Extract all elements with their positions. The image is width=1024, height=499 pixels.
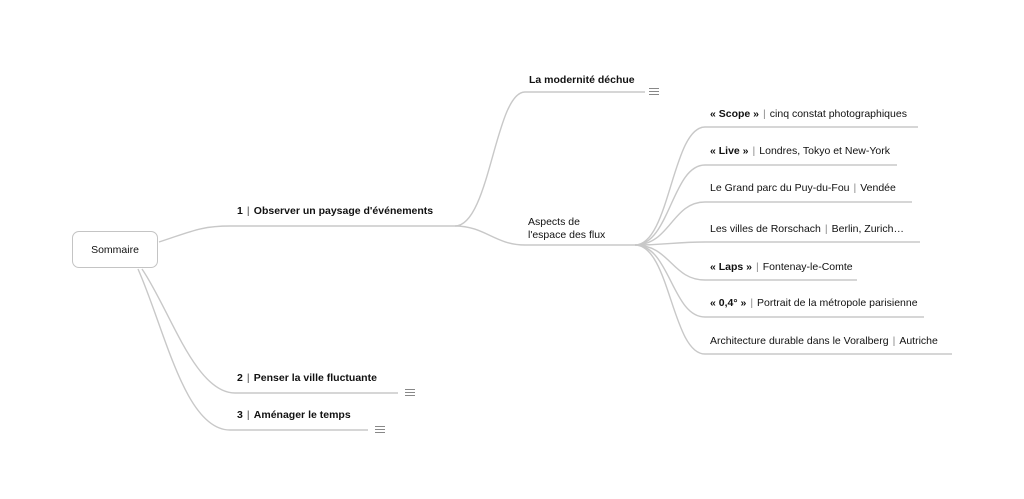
branch-3-node[interactable]: 3|Aménager le temps (237, 409, 351, 422)
note-icon[interactable] (649, 88, 659, 95)
branch-number: 1 (237, 205, 243, 217)
link-leaf-4 (634, 241, 920, 246)
leaf-subtitle: Berlin, Zurich… (831, 223, 904, 235)
leaf-node[interactable]: Le Grand parc du Puy-du-Fou|Vendée (710, 182, 896, 195)
separator: | (824, 223, 828, 235)
separator: | (853, 182, 857, 194)
leaf-node[interactable]: Architecture durable dans le Voralberg|A… (710, 335, 938, 348)
leaf-title: « Live » (710, 145, 749, 157)
link-leaf-1 (634, 126, 918, 246)
root-node-sommaire[interactable]: Sommaire (72, 231, 158, 268)
note-icon[interactable] (405, 389, 415, 396)
separator: | (750, 297, 754, 309)
node-label-line1: Aspects de (528, 216, 580, 228)
link-leaf-3 (634, 201, 912, 246)
separator: | (246, 372, 250, 384)
note-icon[interactable] (375, 426, 385, 433)
leaf-node[interactable]: « Laps »|Fontenay-le-Comte (710, 261, 853, 274)
link-root-branch3 (137, 268, 368, 431)
leaf-title: « Scope » (710, 108, 760, 120)
branch-number: 3 (237, 409, 243, 421)
leaf-subtitle: Londres, Tokyo et New-York (759, 145, 891, 157)
link-root-branch1 (158, 225, 455, 243)
leaf-subtitle: Autriche (899, 335, 938, 347)
separator: | (756, 261, 759, 273)
branch-label: Observer un paysage d'événements (253, 205, 434, 217)
branch-1-node[interactable]: 1|Observer un paysage d'événements (237, 205, 433, 218)
leaf-title: « Laps » (710, 261, 753, 273)
link-leaf-6 (634, 244, 924, 318)
leaf-node[interactable]: « 0,4° »|Portrait de la métropole parisi… (710, 297, 918, 310)
leaf-node[interactable]: « Scope »|cinq constat photographiques (710, 108, 907, 121)
link-branch1-modernite (454, 91, 645, 227)
separator: | (892, 335, 896, 347)
root-label: Sommaire (91, 243, 139, 256)
link-leaf-5 (634, 244, 857, 281)
separator: | (763, 108, 766, 120)
node-label: La modernité déchue (529, 74, 635, 86)
separator: | (752, 145, 756, 157)
separator: | (246, 409, 250, 421)
branch-label: Aménager le temps (253, 409, 351, 421)
link-leaf-7 (634, 244, 952, 355)
leaf-title: Architecture durable dans le Voralberg (710, 335, 889, 347)
leaf-node[interactable]: « Live »|Londres, Tokyo et New-York (710, 145, 890, 158)
separator: | (246, 205, 250, 217)
leaf-subtitle: Vendée (860, 182, 896, 194)
leaf-title: Les villes de Rorschach (710, 223, 821, 235)
leaf-subtitle: cinq constat photographiques (769, 108, 907, 120)
leaf-title: Le Grand parc du Puy-du-Fou (710, 182, 850, 194)
link-leaf-2 (634, 164, 897, 246)
link-root-branch2 (141, 268, 398, 394)
leaf-title: « 0,4° » (710, 297, 747, 309)
leaf-subtitle: Fontenay-le-Comte (762, 261, 853, 273)
leaf-node[interactable]: Les villes de Rorschach|Berlin, Zurich… (710, 223, 904, 236)
link-branch1-aspects (454, 225, 635, 246)
leaf-subtitle: Portrait de la métropole parisienne (757, 297, 918, 309)
node-modernite-dechue[interactable]: La modernité déchue (529, 74, 635, 87)
branch-2-node[interactable]: 2|Penser la ville fluctuante (237, 372, 377, 385)
branch-label: Penser la ville fluctuante (253, 372, 377, 384)
node-label-line2: l'espace des flux (528, 229, 606, 241)
branch-number: 2 (237, 372, 243, 384)
